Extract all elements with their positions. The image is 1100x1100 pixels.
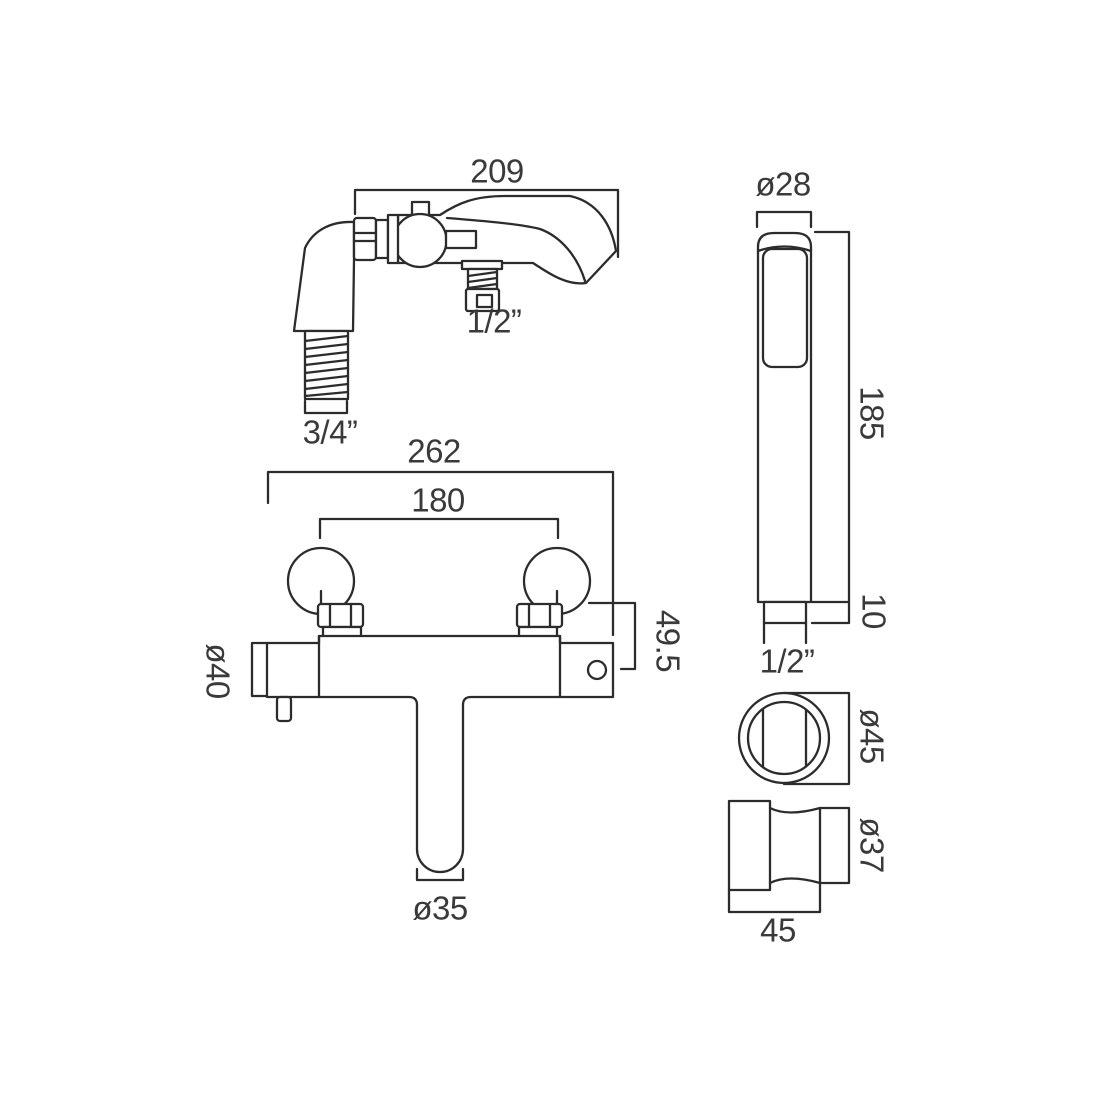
dim-label-45: 45 bbox=[760, 911, 796, 949]
dim-handset-thread-lines bbox=[762, 621, 808, 645]
bracket-waist bbox=[768, 806, 822, 885]
spout-inner-edge bbox=[445, 216, 587, 283]
holder-cone bbox=[292, 220, 356, 333]
dim-label-209: 209 bbox=[470, 152, 524, 190]
dim-label-hose-thread: 3/4” bbox=[302, 413, 358, 451]
handset-view bbox=[755, 210, 851, 645]
handset-cap-seam bbox=[756, 245, 813, 253]
dim-o40-bracket bbox=[250, 641, 269, 698]
dim-label-49-5: 49.5 bbox=[649, 609, 687, 673]
bracket-wall-plate bbox=[727, 799, 772, 892]
dim-o28-lines bbox=[755, 210, 813, 229]
dim-o45-bracket bbox=[782, 691, 851, 786]
control-lever bbox=[444, 229, 478, 250]
union-dome-tails bbox=[319, 589, 559, 606]
mixer-body-seams bbox=[317, 634, 562, 699]
dim-label-o45: ø45 bbox=[853, 708, 891, 764]
dim-label-262: 262 bbox=[407, 432, 461, 470]
bracket-cup bbox=[818, 806, 851, 885]
hose-ribs bbox=[303, 334, 350, 398]
right-hex-nut-facets bbox=[527, 602, 552, 629]
diverter-pull bbox=[275, 695, 293, 723]
dim-label-o35: ø35 bbox=[412, 889, 468, 927]
dim-three-quarter-bracket bbox=[303, 399, 349, 415]
holder-ring-view bbox=[737, 691, 851, 786]
fixing-screw bbox=[586, 659, 608, 681]
union-ring-1 bbox=[374, 218, 390, 260]
dim-o35-bracket bbox=[415, 867, 465, 882]
handset-spray-plate bbox=[761, 247, 809, 369]
dim-label-180: 180 bbox=[411, 481, 465, 519]
ring-slot-lines bbox=[761, 707, 808, 769]
dim-45-bracket bbox=[727, 881, 822, 914]
dim-49-5-bracket bbox=[587, 601, 637, 671]
ring-outer bbox=[737, 691, 831, 785]
right-hex-nut bbox=[515, 602, 564, 629]
control-knob bbox=[392, 212, 448, 269]
dim-label-10: 10 bbox=[855, 593, 893, 629]
dim-209-lines bbox=[353, 188, 620, 259]
dim-262-lines bbox=[266, 470, 615, 637]
dim-label-handset-thread: 1/2” bbox=[759, 642, 815, 680]
dim-label-o37: ø37 bbox=[853, 817, 891, 873]
outlet-cap-hole bbox=[475, 293, 494, 309]
outlet-thread-lines bbox=[466, 270, 499, 290]
dim-label-o28: ø28 bbox=[755, 165, 811, 203]
union-nut-facets bbox=[352, 231, 378, 243]
dim-label-185: 185 bbox=[853, 386, 891, 440]
dim-180-lines bbox=[318, 517, 560, 540]
wall-bracket-view bbox=[727, 799, 851, 914]
left-hex-nut-facets bbox=[328, 602, 353, 629]
side-view bbox=[292, 188, 620, 415]
outlet-flange bbox=[460, 259, 504, 271]
union-ring-2 bbox=[386, 213, 400, 265]
union-nut bbox=[352, 216, 378, 262]
ring-inner bbox=[746, 700, 822, 776]
dim-185-10-lines bbox=[810, 230, 851, 625]
dim-label-spout-outlet-thread: 1/2” bbox=[466, 302, 522, 340]
dim-label-o40: ø40 bbox=[199, 643, 237, 699]
handset-connector bbox=[762, 600, 808, 625]
mixer-body-outline bbox=[265, 634, 615, 874]
front-view bbox=[250, 470, 637, 882]
left-hex-nut bbox=[316, 602, 365, 629]
